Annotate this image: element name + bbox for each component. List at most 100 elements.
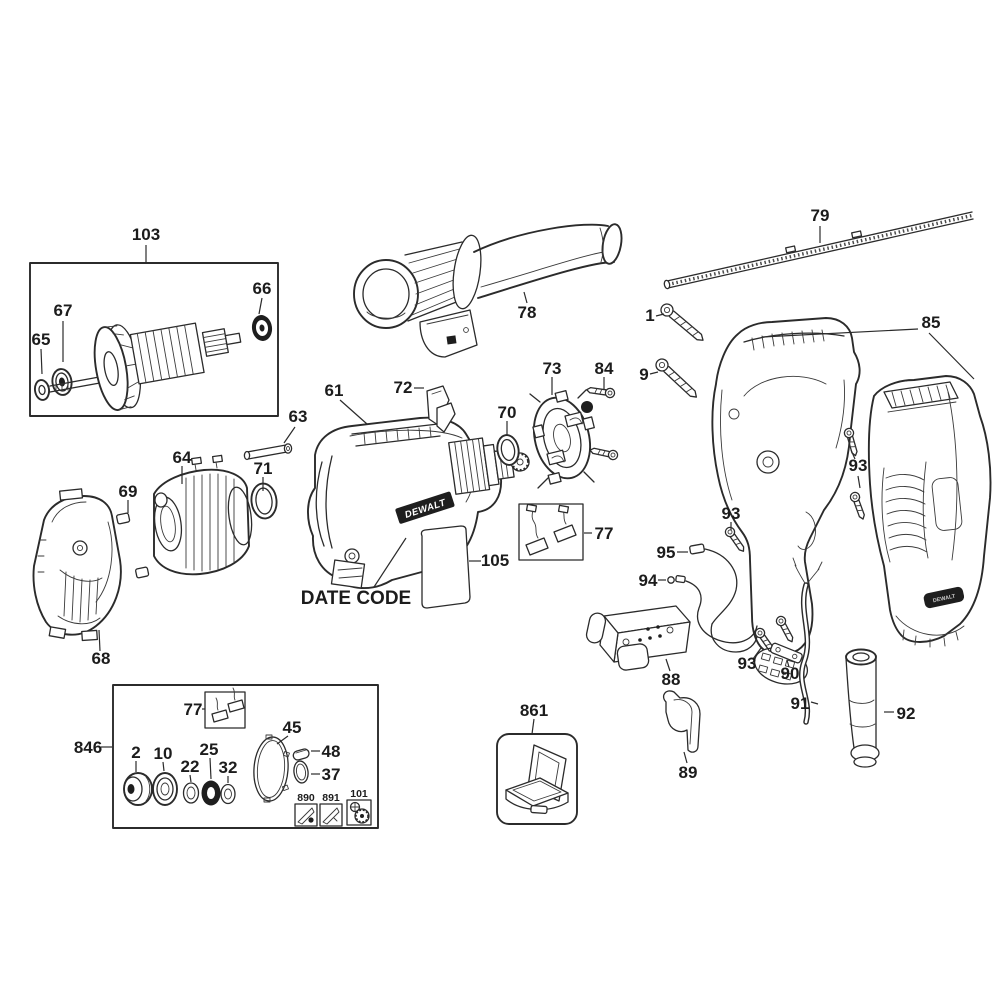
part-77-brush-set-box bbox=[518, 503, 584, 561]
label-25: 25 bbox=[200, 740, 219, 759]
part-22-washer bbox=[182, 782, 200, 804]
part-69-brush-blocks bbox=[116, 512, 150, 579]
label-22: 22 bbox=[181, 757, 200, 776]
dewalt-badge-text: DEWALT bbox=[932, 594, 956, 605]
part-78-side-handle bbox=[353, 223, 623, 358]
handle-clamp-ring bbox=[353, 259, 419, 329]
label-93-b: 93 bbox=[722, 504, 741, 523]
callout-labels: 103 67 65 66 63 61 72 78 79 1 9 85 73 84… bbox=[32, 206, 941, 804]
label-84: 84 bbox=[595, 359, 614, 378]
label-79: 79 bbox=[811, 206, 830, 225]
part-2-flanged-bearing bbox=[123, 772, 153, 806]
part-68-end-cap bbox=[32, 488, 122, 642]
part-70-ring bbox=[496, 434, 520, 466]
label-63: 63 bbox=[289, 407, 308, 426]
part-32-washer bbox=[220, 783, 236, 805]
screw-84-top bbox=[585, 384, 616, 399]
label-66: 66 bbox=[253, 279, 272, 298]
label-890: 890 bbox=[297, 792, 315, 804]
label-73: 73 bbox=[543, 359, 562, 378]
washer-65 bbox=[33, 379, 51, 401]
screw-9 bbox=[652, 355, 702, 403]
part-85-housing-right-half: DEWALT bbox=[867, 375, 992, 648]
label-77-kit: 77 bbox=[184, 700, 203, 719]
bearing-66 bbox=[251, 315, 273, 341]
label-9: 9 bbox=[639, 365, 648, 384]
label-77: 77 bbox=[595, 524, 614, 543]
label-93-c: 93 bbox=[738, 654, 757, 673]
part-90-cord-clamp bbox=[769, 642, 803, 664]
label-105: 105 bbox=[481, 551, 509, 570]
label-48: 48 bbox=[322, 742, 341, 761]
part-91-power-cord bbox=[792, 557, 823, 725]
part-37-oring bbox=[293, 760, 309, 784]
screw-93-b bbox=[848, 490, 869, 522]
part-94-wire-lead bbox=[667, 575, 758, 653]
label-101: 101 bbox=[350, 788, 368, 800]
label-94: 94 bbox=[639, 571, 658, 590]
label-61: 61 bbox=[325, 381, 344, 400]
commutator bbox=[201, 328, 242, 357]
part-89-belt-clip bbox=[662, 690, 701, 753]
part-45-gasket-ring bbox=[253, 734, 290, 803]
armature-core bbox=[129, 322, 205, 385]
part-105-label-sticker bbox=[420, 525, 471, 609]
label-103: 103 bbox=[132, 225, 160, 244]
part-73-brush-plate bbox=[529, 389, 595, 489]
part-71-oring bbox=[250, 482, 278, 520]
date-code-leader bbox=[373, 537, 407, 588]
label-64: 64 bbox=[173, 448, 192, 467]
part-63-pin bbox=[243, 443, 293, 461]
label-69: 69 bbox=[119, 482, 138, 501]
kit-101-chuck-key-box bbox=[346, 799, 372, 826]
label-92: 92 bbox=[897, 704, 916, 723]
label-95: 95 bbox=[657, 543, 676, 562]
handle-paddle bbox=[419, 309, 478, 358]
leader-lines bbox=[40, 226, 975, 783]
label-846: 846 bbox=[74, 738, 102, 757]
label-88: 88 bbox=[662, 670, 681, 689]
kit-77-small-box bbox=[204, 687, 246, 729]
label-861: 861 bbox=[520, 701, 548, 720]
label-67: 67 bbox=[54, 301, 73, 320]
label-93-a: 93 bbox=[849, 456, 868, 475]
label-65: 65 bbox=[32, 330, 51, 349]
dewalt-badge: DEWALT bbox=[923, 586, 965, 609]
part-103-armature-assembly bbox=[29, 262, 279, 417]
kit-890-lubricant-box bbox=[294, 803, 318, 827]
kit-891-lubricant-box bbox=[319, 803, 343, 827]
part-79-depth-rod bbox=[663, 211, 974, 290]
part-95-wire-lead bbox=[689, 543, 738, 625]
label-90: 90 bbox=[781, 664, 800, 683]
part-25-bearing bbox=[201, 780, 221, 806]
label-32: 32 bbox=[219, 758, 238, 777]
label-10: 10 bbox=[154, 744, 173, 763]
label-70: 70 bbox=[498, 403, 517, 422]
screw-1 bbox=[657, 300, 708, 346]
screw-84-bottom bbox=[588, 444, 620, 462]
label-date-code: DATE CODE bbox=[301, 588, 411, 609]
label-37: 37 bbox=[322, 765, 341, 784]
handle-grip bbox=[473, 223, 623, 299]
handle-flange bbox=[452, 234, 482, 310]
gear-spindle bbox=[448, 437, 530, 495]
label-71: 71 bbox=[254, 459, 273, 478]
part-92-cord-protector bbox=[845, 648, 880, 768]
part-10-bearing bbox=[152, 772, 178, 806]
part-48-pin bbox=[292, 748, 310, 761]
label-891: 891 bbox=[322, 792, 340, 804]
kit-846-box bbox=[112, 684, 379, 829]
label-85: 85 bbox=[922, 313, 941, 332]
kit-861-box bbox=[496, 733, 578, 825]
label-45: 45 bbox=[283, 718, 302, 737]
label-91: 91 bbox=[791, 694, 810, 713]
label-2: 2 bbox=[131, 743, 140, 762]
label-72: 72 bbox=[394, 378, 413, 397]
part-72-clip bbox=[426, 385, 456, 433]
part-88-switch bbox=[585, 605, 691, 671]
part-64-field bbox=[153, 454, 253, 576]
label-78: 78 bbox=[518, 303, 537, 322]
label-1: 1 bbox=[645, 306, 654, 325]
